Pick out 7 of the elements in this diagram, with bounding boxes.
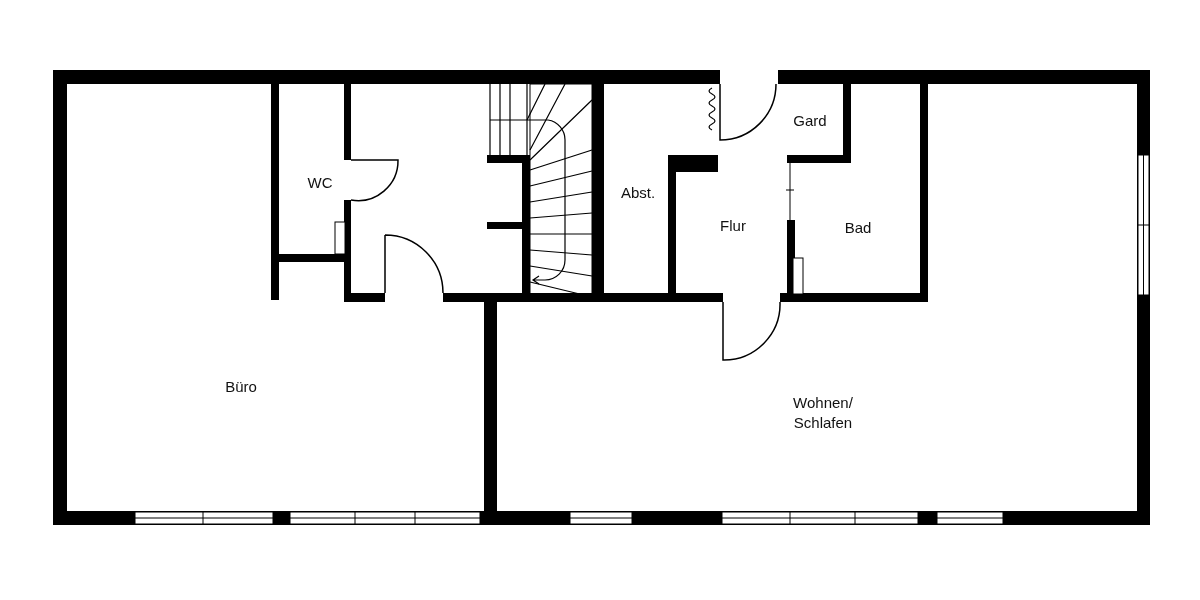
- room-label: Gard: [793, 111, 827, 131]
- room-label: WC: [307, 173, 333, 193]
- room-label: Abst.: [620, 183, 656, 203]
- room-label: Bad: [844, 218, 872, 238]
- room-label: Büro: [225, 377, 257, 397]
- room-label: Flur: [720, 216, 746, 236]
- room-label: Wohnen/ Schlafen: [792, 393, 854, 433]
